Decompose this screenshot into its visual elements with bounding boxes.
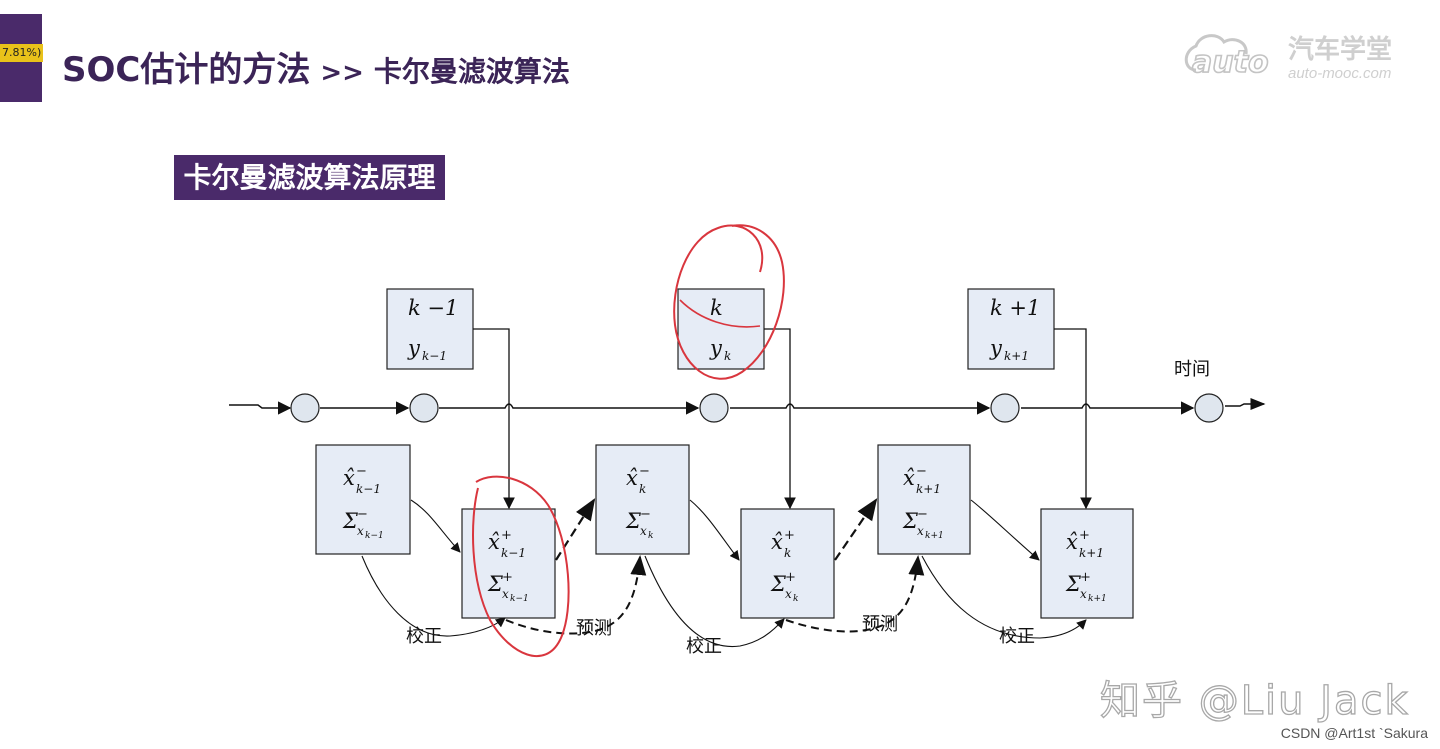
covariance-subscript: x [502, 587, 509, 601]
state-estimate: x̂ [1066, 530, 1078, 554]
state-estimate: x̂ [488, 530, 500, 554]
state-estimate: x̂ [771, 530, 783, 554]
state-subscript: k+1 [1079, 546, 1104, 560]
covariance-subscript: x [917, 524, 924, 538]
covariance-subscript: x [1080, 587, 1087, 601]
measurement-subscript: k+1 [1004, 349, 1029, 363]
measurement-label: y [989, 336, 1003, 360]
covariance: Σ [770, 572, 786, 596]
time-node [699, 393, 729, 423]
covariance-subsubscript: k [793, 594, 798, 604]
time-label: 时间 [1174, 359, 1210, 380]
state-subscript: k [784, 546, 791, 560]
state-superscript: − [916, 464, 927, 479]
step-label: k −1 [408, 296, 458, 320]
covariance-superscript: − [640, 507, 651, 522]
prediction-paths [505, 498, 925, 635]
post-state-box-k-minus-1: x̂ + k−1 Σ + x k−1 [461, 508, 556, 619]
covariance-subsubscript: k−1 [510, 594, 529, 604]
measurement-box-k-minus-1: k −1 y k−1 [386, 288, 474, 370]
correct-label: 校正 [999, 626, 1035, 647]
state-estimate: x̂ [343, 466, 355, 490]
time-node [1194, 393, 1224, 423]
covariance: Σ [342, 509, 358, 533]
covariance-superscript: + [1080, 570, 1091, 585]
measurement-subscript: k−1 [422, 349, 447, 363]
covariance-superscript: − [357, 507, 368, 522]
logo-site: auto-mooc.com [1288, 65, 1391, 82]
section-label: 卡尔曼滤波算法原理 [174, 155, 445, 200]
state-estimate: x̂ [903, 466, 915, 490]
logo-brand-text: 汽车学堂 [1288, 34, 1392, 65]
covariance: Σ [902, 509, 918, 533]
state-superscript: + [784, 528, 795, 543]
covariance-superscript: + [785, 570, 796, 585]
covariance-subsubscript: k [648, 531, 653, 541]
step-label: k +1 [990, 296, 1040, 320]
state-superscript: − [639, 464, 650, 479]
measurement-box-k-plus-1: k +1 y k+1 [967, 288, 1055, 370]
measurement-feeds [473, 328, 1092, 510]
red-annotation-marks [472, 224, 785, 658]
prior-state-box-k-plus-1: x̂ − k+1 Σ − x k+1 [877, 444, 971, 555]
covariance-subsubscript: k−1 [365, 531, 384, 541]
state-superscript: + [1079, 528, 1090, 543]
post-state-box-k-plus-1: x̂ + k+1 Σ + x k+1 [1040, 508, 1134, 619]
zhihu-watermark: 知乎 @Liu Jack [1099, 677, 1410, 724]
progress-badge: 7.81%) [0, 44, 44, 62]
covariance-superscript: − [917, 507, 928, 522]
state-superscript: − [356, 464, 367, 479]
covariance-superscript: + [502, 570, 513, 585]
measurement-box-k: k y k [677, 288, 765, 370]
covariance-subscript: x [357, 524, 364, 538]
prior-state-box-k-minus-1: x̂ − k−1 Σ − x k−1 [315, 444, 411, 555]
title-separator: >> [320, 58, 364, 88]
covariance-subscript: x [640, 524, 647, 538]
covariance-subsubscript: k+1 [925, 531, 944, 541]
state-subscript: k−1 [356, 482, 381, 496]
post-state-box-k: x̂ + k Σ + x k [740, 508, 835, 619]
time-node [290, 393, 320, 423]
predict-label: 预测 [576, 618, 612, 639]
covariance: Σ [487, 572, 503, 596]
correct-label: 校正 [406, 626, 442, 647]
covariance: Σ [625, 509, 641, 533]
brand-logo: auto 汽车学堂 auto-mooc.com [1178, 22, 1418, 92]
measurement-label: y [709, 336, 723, 360]
state-subscript: k−1 [501, 546, 526, 560]
correction-curves [361, 555, 1087, 648]
predict-label: 预测 [862, 614, 898, 635]
csdn-credit: CSDN @Art1st `Sakura [1280, 725, 1428, 741]
prior-state-box-k: x̂ − k Σ − x k [595, 444, 690, 555]
time-node [990, 393, 1020, 423]
measurement-subscript: k [724, 349, 731, 363]
measurement-label: y [407, 336, 421, 360]
title-subtitle: 卡尔曼滤波算法 [373, 55, 570, 88]
state-subscript: k [639, 482, 646, 496]
time-axis [229, 398, 1266, 415]
slide-title: SOC估计的方法 >> 卡尔曼滤波算法 [62, 42, 570, 91]
auto-logo-icon: auto 汽车学堂 auto-mooc.com [1184, 34, 1392, 82]
step-label: k [710, 296, 723, 320]
state-superscript: + [501, 528, 512, 543]
correct-label: 校正 [686, 636, 722, 657]
covariance-subscript: x [785, 587, 792, 601]
covariance-subsubscript: k+1 [1088, 594, 1107, 604]
covariance: Σ [1065, 572, 1081, 596]
state-estimate: x̂ [626, 466, 638, 490]
state-subscript: k+1 [916, 482, 941, 496]
prior-to-post-arrows [410, 499, 1040, 561]
time-nodes [290, 393, 1224, 423]
logo-mark: auto [1192, 45, 1269, 80]
title-main: SOC估计的方法 [62, 50, 311, 90]
time-node [409, 393, 439, 423]
